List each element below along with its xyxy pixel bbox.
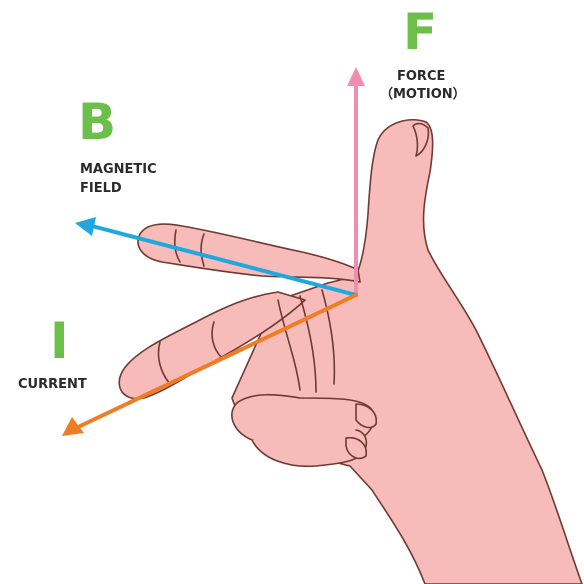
field-letter: B bbox=[78, 93, 116, 151]
hand-illustration bbox=[119, 120, 582, 584]
field-caption: MAGNETIC bbox=[80, 162, 157, 177]
force-letter: F bbox=[403, 3, 437, 61]
field-caption-sub: FIELD bbox=[80, 181, 122, 196]
index-finger bbox=[138, 224, 360, 282]
field-arrowhead bbox=[75, 217, 96, 236]
force-caption-sub: （MOTION） bbox=[380, 86, 466, 102]
palm-and-thumb bbox=[232, 120, 582, 584]
current-caption: CURRENT bbox=[18, 377, 87, 392]
force-caption: FORCE bbox=[397, 69, 445, 84]
force-arrowhead bbox=[347, 67, 365, 86]
current-letter: I bbox=[50, 312, 69, 370]
